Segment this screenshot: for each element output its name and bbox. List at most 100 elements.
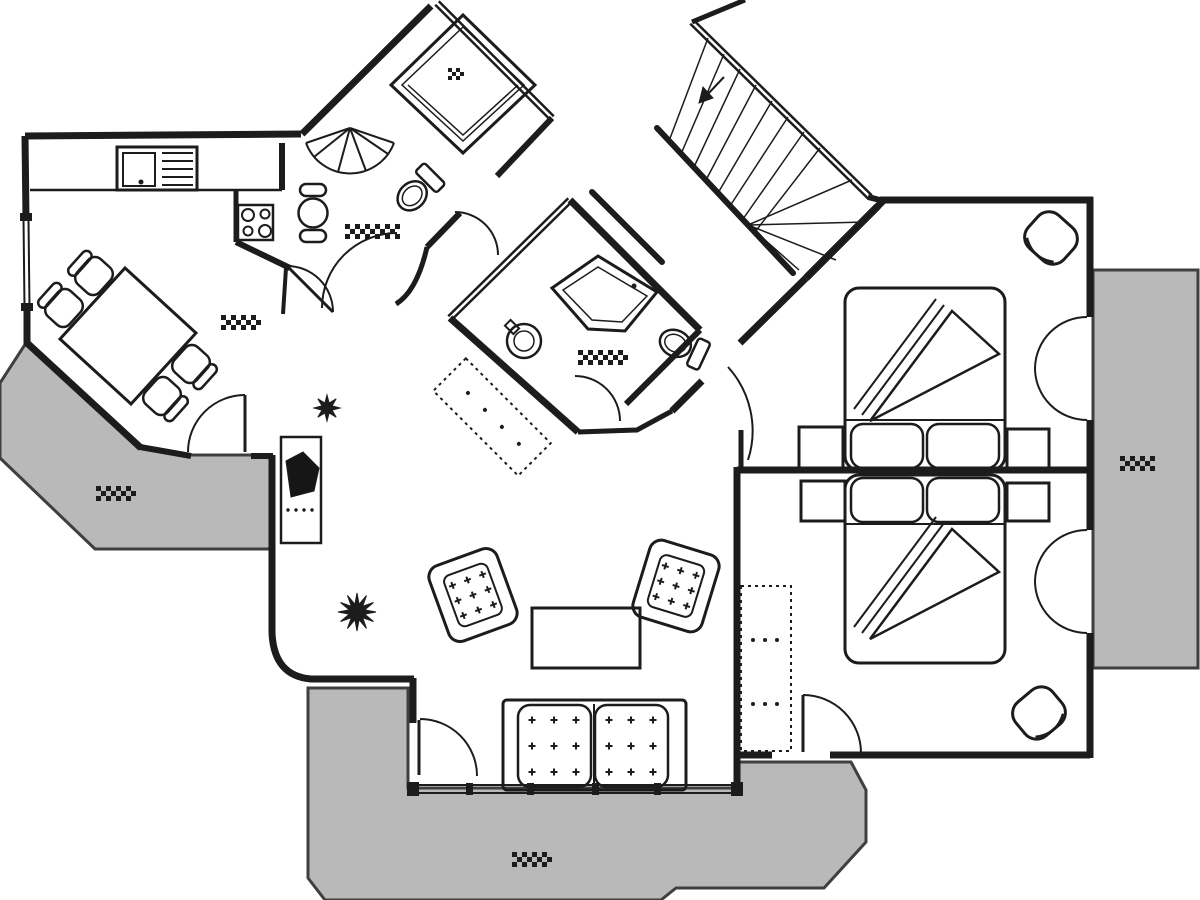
wall-hall-south [577, 408, 674, 435]
armchair-cushion [646, 554, 706, 618]
shower1-drain-grid [448, 68, 464, 80]
window-left-cap-a [20, 213, 32, 221]
wall-living-west-corner [268, 632, 312, 683]
doormat-dining [221, 315, 261, 330]
french-door-b1-lower [1034, 367, 1088, 421]
window-bath1-ne [434, 0, 555, 121]
chair-back [192, 363, 219, 391]
armchair-frame [427, 546, 519, 644]
toilet-bath2 [658, 328, 711, 371]
wall-hall-diagonal-upper [803, 198, 886, 281]
wall-bath2-se [623, 327, 703, 407]
bed2-pillow-right [925, 476, 1001, 524]
toilet-bowl [658, 328, 693, 359]
sofa-dots-right [605, 716, 657, 776]
toilet-bath1 [396, 162, 446, 212]
door-bedroom2-south-arc [802, 694, 862, 754]
wall-left-upper [21, 135, 30, 220]
stove-burner-2 [259, 208, 271, 220]
bed1-fold-line-b [853, 298, 937, 410]
toilet-tank [685, 337, 711, 371]
armchair-east [631, 538, 721, 634]
bistro-table [297, 197, 329, 229]
fan-edge-b [349, 127, 395, 144]
stair-rail-sw [654, 125, 796, 276]
window-bath2-nw [447, 197, 573, 321]
wall-bath1-se-lower [424, 210, 463, 250]
doormat-bath2 [578, 350, 628, 365]
stair-tread-4 [705, 84, 757, 181]
kitchen-sink-unit [115, 145, 199, 192]
chair-back-arc [1035, 713, 1065, 739]
wall-bath2-ne [567, 197, 703, 333]
shower2-inner [561, 266, 649, 323]
bed2-fold-line-b [853, 516, 937, 628]
stair-tread-5 [717, 100, 773, 194]
chair-bedroom2 [1011, 685, 1067, 741]
wall-hall-diagonal-end [669, 378, 705, 414]
french-door-b2-lower [1034, 580, 1088, 634]
stove-burner-3 [242, 225, 254, 237]
chair-back [36, 281, 63, 309]
plant-large [337, 592, 377, 632]
nightstand-b2-left [799, 479, 847, 523]
chair-seat [170, 343, 212, 385]
shower1-inner [400, 25, 526, 143]
bistro-chair-north [298, 182, 328, 198]
wardrobe-outline [431, 356, 553, 478]
armchair-dots [448, 570, 498, 620]
fireplace-dots [286, 508, 314, 512]
chair-seat [43, 287, 85, 329]
doormat-terrace-left [96, 486, 136, 501]
door-vestibule-dining-arc [286, 265, 334, 313]
stair-tread-1 [668, 37, 709, 142]
nightstand-b1-left [797, 425, 845, 471]
sofa-cushion-right [593, 703, 670, 789]
bistro-chair-south [298, 228, 328, 244]
stair-arrow-head [698, 85, 714, 104]
chair-back [66, 249, 93, 277]
doormat-terrace-right [1120, 456, 1155, 471]
armchair-dots [652, 562, 700, 610]
bed2-pillow-left [849, 476, 925, 524]
doormat-vestibule [345, 224, 400, 239]
stove-burner-1 [241, 208, 255, 222]
bed1-fold [868, 309, 1002, 423]
bed2 [843, 473, 1007, 665]
stair-rail-inner [589, 189, 665, 265]
dining-chair-3 [141, 375, 190, 423]
nightstand-b2-right [1005, 481, 1051, 523]
shower1-tray [388, 12, 538, 156]
stair-tread-8 [754, 147, 821, 233]
fan-line-4 [349, 127, 389, 155]
corner-basin-fan [305, 127, 395, 175]
chair-seat [73, 255, 115, 297]
fan-line-2 [337, 127, 351, 173]
chair-back [163, 395, 190, 423]
dining-chair-2 [66, 249, 115, 297]
sink-bath2-tap [503, 318, 521, 336]
wall-vestibule-dining-stub [281, 267, 288, 315]
fan-line-3 [349, 127, 367, 172]
stair-tread-6 [729, 116, 789, 207]
stair-winder-3 [747, 224, 837, 261]
stair-winder-2 [747, 221, 867, 226]
coffee-table [530, 606, 642, 670]
chair-bedroom1 [1023, 210, 1079, 266]
door-living-terrace-arc [419, 718, 478, 777]
window-cap-a [407, 782, 419, 796]
wall-dining-door-left [139, 444, 192, 459]
french-door-b1-upper [1034, 316, 1088, 369]
kitchen-sink-faucet [138, 179, 144, 185]
toilet-bowl-inner [401, 185, 423, 207]
door-bedroom1-hall-arc [727, 366, 754, 461]
wall-hall-diagonal-lower [737, 275, 809, 346]
fan-arc [305, 142, 395, 175]
kitchen-sink-basin [122, 152, 156, 187]
plant-small [312, 393, 342, 423]
sofa-cushion-left [516, 703, 593, 789]
stair-tread-7 [742, 131, 805, 220]
doormat-terrace-bottom [512, 852, 552, 867]
